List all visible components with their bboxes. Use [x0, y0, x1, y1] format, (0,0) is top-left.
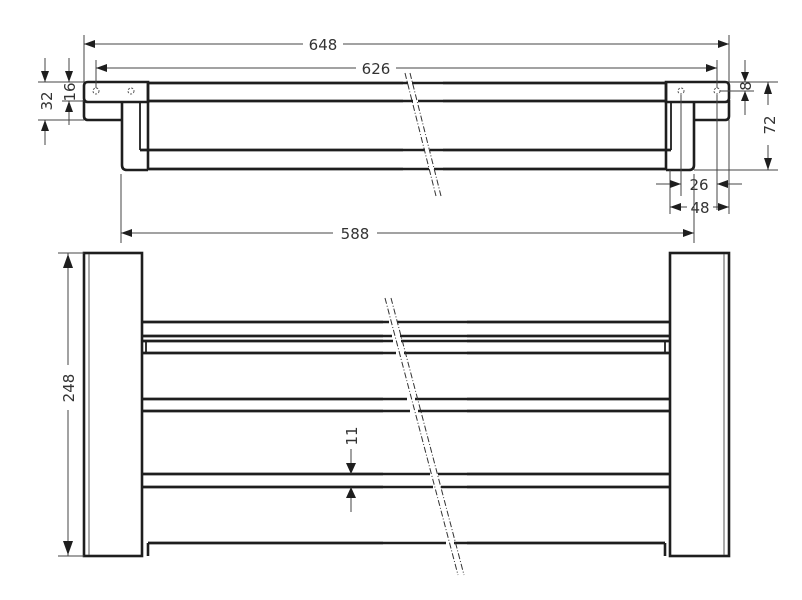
dim-overall-length: 648 — [309, 36, 338, 54]
dim-hole-spacing: 626 — [362, 60, 391, 78]
dim-bracket-height: 32 — [38, 91, 56, 110]
top-view — [82, 72, 731, 197]
dim-hole-offset: 8 — [737, 81, 755, 91]
dim-height: 248 — [60, 374, 78, 403]
dim-bracket-width-outer: 48 — [690, 199, 709, 217]
dim-bar-gap: 11 — [343, 426, 361, 445]
dim-depth: 72 — [761, 115, 779, 134]
dim-plate-thickness: 16 — [61, 82, 79, 101]
dim-bracket-width-inner: 26 — [689, 176, 708, 194]
front-view — [82, 251, 731, 576]
dim-bracket-span: 588 — [341, 225, 370, 243]
top-view-dimensions: 648 626 32 16 8 — [38, 35, 779, 243]
front-view-dimensions: 248 11 — [58, 252, 361, 557]
